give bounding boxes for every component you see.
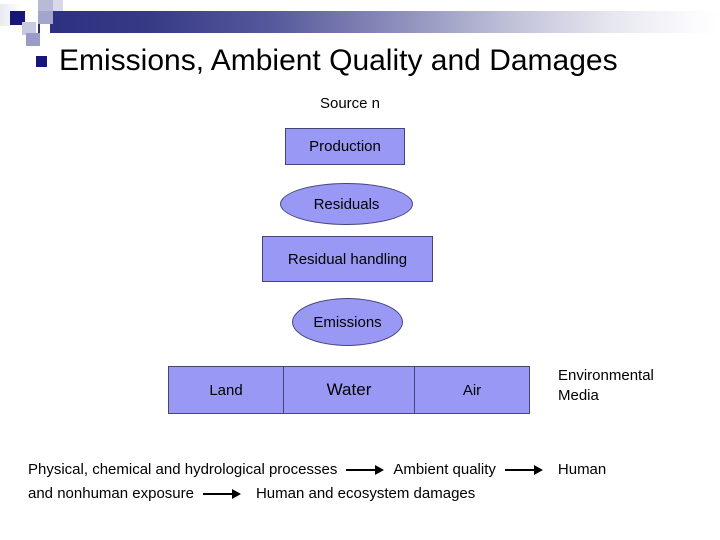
- environmental-media-caption-line1: Environmental: [558, 367, 654, 384]
- page-title: Emissions, Ambient Quality and Damages: [59, 44, 618, 77]
- header-decoration: [0, 0, 720, 46]
- node-land[interactable]: Land: [168, 366, 284, 414]
- header-deco-square-7: [53, 0, 63, 11]
- node-air-label: Air: [462, 381, 482, 399]
- environmental-media-caption-line2: Media: [558, 387, 599, 404]
- header-deco-square-4: [26, 33, 40, 46]
- flow-line1-segment2: Ambient quality: [393, 461, 496, 478]
- header-deco-square-5: [38, 0, 53, 12]
- environmental-media-row: Land Water Air: [168, 366, 540, 414]
- header-deco-square-9: [40, 24, 50, 33]
- node-water-label: Water: [326, 380, 372, 399]
- node-production-label: Production: [309, 138, 381, 155]
- header-deco-square-dark: [10, 11, 25, 25]
- environmental-media-caption: Environmental Media: [558, 366, 708, 406]
- node-emissions-label: Emissions: [313, 313, 382, 331]
- header-deco-square-8: [22, 11, 34, 22]
- flow-caption-line-2: and nonhuman exposure Human and ecosyste…: [28, 482, 712, 506]
- flow-caption: Physical, chemical and hydrological proc…: [28, 458, 712, 506]
- flow-line1-segment3: Human: [557, 461, 607, 478]
- header-gradient-bar: [38, 11, 720, 33]
- slide-title-row: Emissions, Ambient Quality and Damages: [36, 40, 696, 82]
- node-residual-handling-label: Residual handling: [287, 250, 408, 268]
- arrow-right-icon: [504, 464, 543, 476]
- flow-line2-segment2: Human and ecosystem damages: [255, 485, 476, 502]
- node-residuals-label: Residuals: [313, 195, 380, 213]
- arrow-right-icon: [202, 488, 241, 500]
- node-emissions[interactable]: Emissions: [292, 298, 403, 346]
- node-production[interactable]: Production: [285, 128, 405, 165]
- node-land-label: Land: [209, 381, 243, 399]
- node-air[interactable]: Air: [414, 366, 530, 414]
- arrow-right-icon: [346, 464, 385, 476]
- node-residual-handling[interactable]: Residual handling: [262, 236, 433, 282]
- flow-line1-segment1: Physical, chemical and hydrological proc…: [28, 461, 338, 478]
- node-water[interactable]: Water: [283, 366, 415, 414]
- flow-caption-line-1: Physical, chemical and hydrological proc…: [28, 458, 712, 482]
- flow-line2-segment1: and nonhuman exposure: [28, 485, 194, 502]
- square-bullet-icon: [36, 55, 47, 67]
- node-residuals[interactable]: Residuals: [280, 183, 413, 225]
- header-deco-square-3: [22, 22, 36, 35]
- source-label: Source n: [319, 95, 381, 112]
- header-deco-square-6: [38, 11, 53, 24]
